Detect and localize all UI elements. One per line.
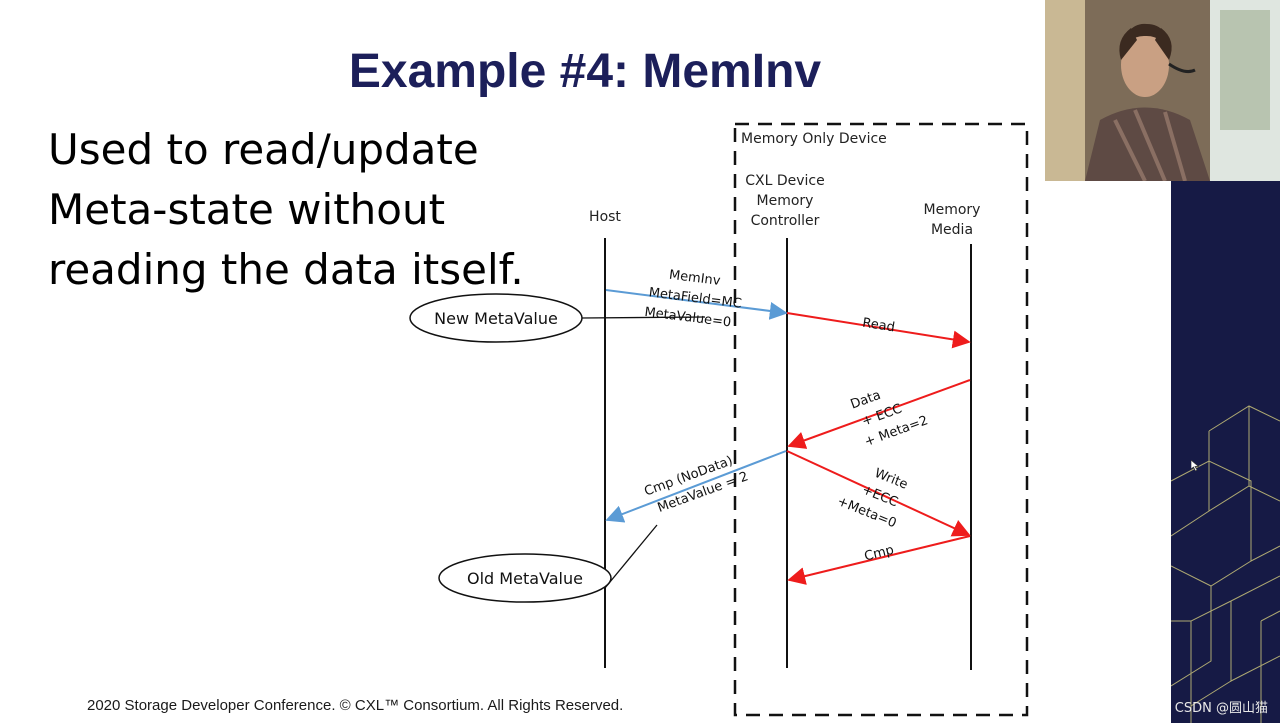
bullet-line-2: Meta-state without (48, 185, 446, 234)
csdn-watermark: CSDN @圆山猫 (1174, 701, 1268, 716)
controller-label-3: Controller (751, 213, 820, 229)
slide-footer: 2020 Storage Developer Conference. © CXL… (87, 697, 624, 714)
media-label-2: Media (931, 222, 973, 238)
read-label: Read (861, 316, 896, 336)
cmp-nodata-arrow (605, 450, 787, 523)
cmp-arrow (787, 535, 971, 585)
new-metavalue-connector (581, 316, 706, 319)
host-label: Host (589, 209, 621, 225)
slide-title: Example #4: MemInv (348, 45, 822, 98)
read-arrow (786, 312, 971, 349)
controller-label-1: CXL Device (745, 173, 825, 189)
presenter-webcam (1045, 0, 1280, 181)
memory-device-label: Memory Only Device (741, 131, 887, 147)
old-metavalue-text: Old MetaValue (467, 569, 583, 588)
old-metavalue-ellipse (438, 553, 612, 603)
bullet-text: Used to read/update Meta-state without r… (48, 120, 568, 300)
bullet-line-1: Used to read/update (48, 125, 479, 174)
controller-label-2: Memory (757, 193, 814, 209)
old-metavalue-connector (604, 524, 658, 589)
bullet-line-3: reading the data itself. (48, 245, 524, 294)
mouse-cursor-icon (1191, 460, 1199, 471)
write-arrow (786, 450, 971, 537)
meminv-label-1: MemInv (668, 268, 721, 289)
memory-device-box (733, 122, 1029, 717)
media-label-1: Memory (924, 202, 981, 218)
decorative-panel (1171, 181, 1280, 723)
data-arrow (787, 379, 971, 449)
new-metavalue-text: New MetaValue (434, 309, 558, 328)
cmp-label: Cmp (863, 543, 896, 565)
meminv-arrow (605, 289, 788, 320)
